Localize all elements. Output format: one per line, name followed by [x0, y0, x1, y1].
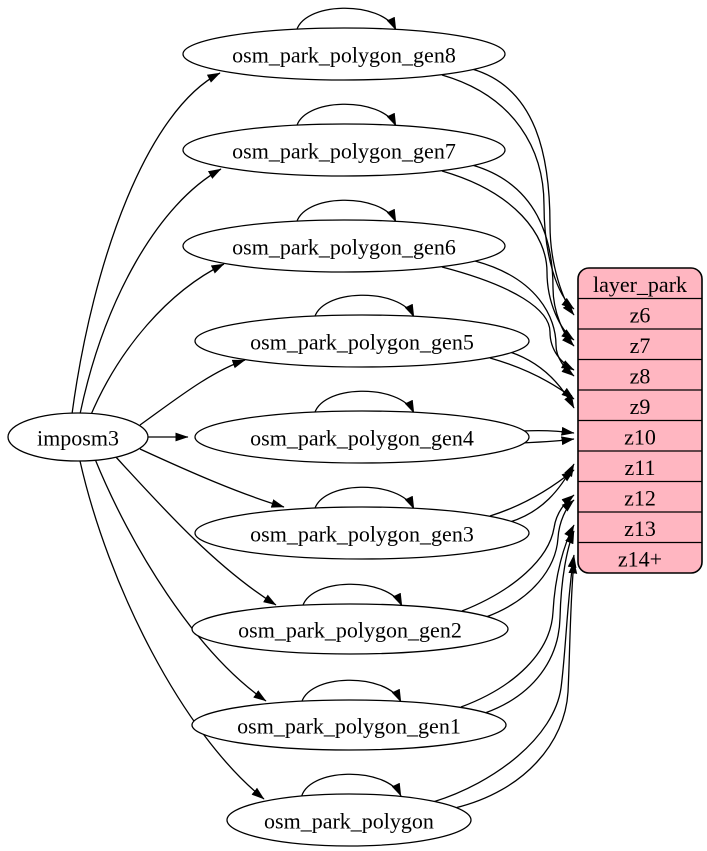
edge-gen8-z6-a: [441, 74, 575, 310]
edge-gen1-z13-b: [484, 530, 575, 714]
node-gen1: osm_park_polygon_gen1: [191, 699, 507, 751]
node-park: osm_park_polygon: [226, 793, 472, 847]
edge-park-z14-a: [432, 554, 577, 803]
node-gen2: osm_park_polygon_gen2: [191, 603, 509, 655]
node-ellipse-gen6: [182, 219, 506, 273]
node-ellipse-gen7: [182, 123, 506, 177]
edge-loop-gen2: [301, 583, 403, 610]
node-label-gen5: osm_park_polygon_gen5: [250, 330, 474, 355]
edge-loop-gen5: [313, 294, 415, 321]
edge-loop-gen3: [313, 486, 415, 513]
layer-row-z8: z8: [630, 363, 651, 388]
edge-gen4-z10-a: [521, 426, 575, 436]
edge-loop-gen6: [295, 199, 397, 226]
node-ellipse-gen4: [194, 410, 530, 464]
edge-gen8-z6-b: [471, 68, 575, 316]
edge-imposm3-gen2: [114, 455, 277, 606]
node-gen8: osm_park_polygon_gen8: [182, 27, 506, 81]
node-gen4: osm_park_polygon_gen4: [194, 410, 530, 464]
node-label-gen4: osm_park_polygon_gen4: [250, 426, 474, 451]
layer-row-z14+: z14+: [618, 546, 662, 571]
edge-gen6-z8-a: [441, 266, 575, 371]
edge-loop-gen8: [295, 7, 397, 34]
node-gen7: osm_park_polygon_gen7: [182, 123, 506, 177]
node-gen3: osm_park_polygon_gen3: [194, 506, 530, 560]
node-label-gen8: osm_park_polygon_gen8: [232, 43, 456, 68]
edge-loop-gen4: [313, 390, 415, 417]
node-ellipse-imposm3: [7, 412, 149, 462]
edge-imposm3-gen1: [94, 458, 267, 702]
node-label-park: osm_park_polygon: [264, 809, 434, 834]
edge-imposm3-gen8: [71, 72, 221, 415]
node-ellipse-gen3: [194, 506, 530, 560]
edge-gen2-z12-a: [461, 494, 575, 612]
node-gen6: osm_park_polygon_gen6: [182, 219, 506, 273]
node-label-gen3: osm_park_polygon_gen3: [250, 522, 474, 547]
layer-row-z11: z11: [625, 455, 656, 480]
node-ellipse-gen5: [194, 314, 530, 368]
edge-gen3-z11-b: [509, 463, 575, 523]
edge-gen4-z10-b: [521, 436, 575, 446]
layer-row-z13: z13: [624, 516, 656, 541]
node-imposm3: imposm3: [7, 412, 149, 462]
layer-title: layer_park: [593, 272, 687, 297]
edge-loop-gen7: [295, 103, 397, 130]
node-label-gen6: osm_park_polygon_gen6: [232, 235, 456, 260]
node-ellipse-park: [226, 793, 472, 847]
node-ellipse-gen2: [191, 603, 509, 655]
layer-row-z7: z7: [630, 333, 651, 358]
layer-row-z10: z10: [624, 424, 656, 449]
edge-gen5-z9-a: [489, 357, 575, 400]
edge-gen2-z12-b: [485, 499, 575, 618]
edge-gen7-z7-b: [471, 164, 575, 347]
layer-row-z9: z9: [630, 394, 651, 419]
node-label-gen1: osm_park_polygon_gen1: [237, 714, 461, 739]
layer-row-z12: z12: [624, 485, 656, 510]
node-gen5: osm_park_polygon_gen5: [194, 314, 530, 368]
edge-loop-park: [300, 773, 402, 800]
node-label-gen2: osm_park_polygon_gen2: [238, 618, 462, 643]
layer-record: layer_park z6 z7 z8 z9 z10 z11 z12 z13 z14+: [577, 267, 703, 574]
edge-imposm3-gen7: [79, 168, 222, 415]
edge-loop-gen1: [300, 679, 402, 706]
layer-row-z6: z6: [630, 302, 651, 327]
edge-gen6-z8-b: [474, 260, 575, 377]
node-label-gen7: osm_park_polygon_gen7: [232, 139, 456, 164]
node-label-imposm3: imposm3: [37, 426, 119, 451]
edge-imposm3-gen5: [139, 359, 246, 426]
edge-park-z14-b: [454, 560, 578, 809]
edge-imposm3-gen3: [139, 448, 285, 508]
edge-imposm3-park: [79, 460, 265, 800]
edge-gen5-z9-b: [509, 351, 575, 409]
edge-layer: [71, 7, 578, 809]
node-ellipse-gen1: [191, 699, 507, 751]
edge-gen1-z13-a: [460, 524, 575, 708]
node-ellipse-gen8: [182, 27, 506, 81]
edge-imposm3-gen6: [89, 263, 225, 418]
